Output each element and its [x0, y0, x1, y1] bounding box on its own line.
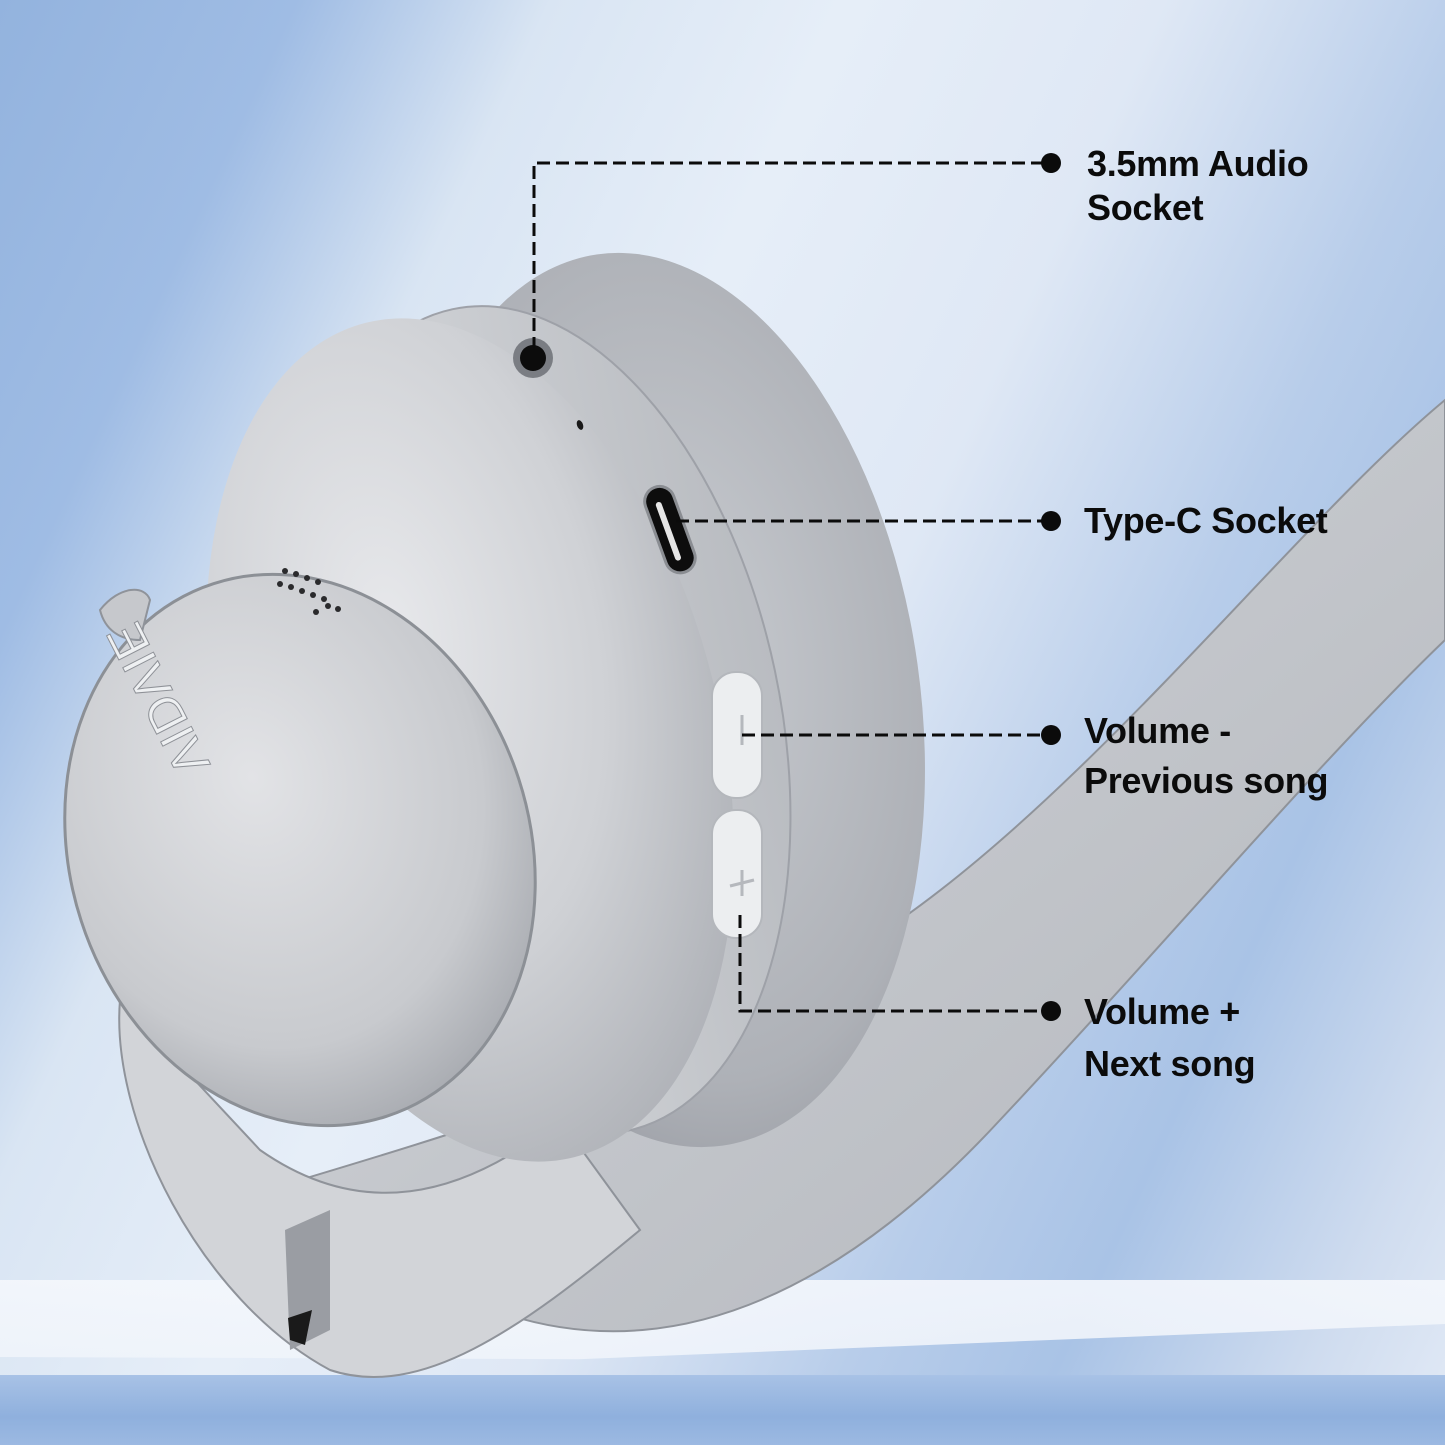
- callout-label-line: Volume -: [1084, 710, 1231, 751]
- callout-dot-volume-down: [1041, 725, 1061, 745]
- callout-line-audio: [532, 161, 1050, 350]
- cap-hook: [98, 588, 152, 642]
- callout-label-line: Socket: [1087, 187, 1204, 228]
- callout-label-type-c-socket: Type-C Socket: [1084, 499, 1328, 543]
- callout-dots: [1041, 153, 1061, 1021]
- audio-jack-icon: [513, 338, 553, 378]
- hinge-black-tab: [288, 1310, 312, 1345]
- led-indicator-icon: [576, 420, 584, 430]
- callout-label-line: Previous song: [1084, 760, 1329, 801]
- hinge-detail: [285, 1210, 330, 1350]
- callout-label-volume-up: Volume + Next song: [1084, 986, 1256, 1090]
- callout-lines: [532, 161, 1050, 1013]
- callout-label-volume-down: Volume - Previous song: [1084, 706, 1328, 806]
- callout-label-audio-socket: 3.5mm Audio Socket: [1087, 142, 1309, 230]
- callout-dot-audio: [1041, 153, 1061, 173]
- callout-label-line: 3.5mm Audio: [1087, 143, 1309, 184]
- callout-label-line: Volume +: [1084, 991, 1240, 1032]
- volume-up-button: [711, 809, 763, 939]
- callout-label-line: Next song: [1084, 1043, 1256, 1084]
- callout-dot-typec: [1041, 511, 1061, 531]
- floor-surface: [0, 1375, 1445, 1445]
- ear-cap: [63, 572, 537, 1128]
- yoke: [118, 997, 642, 1378]
- callout-label-line: Type-C Socket: [1084, 500, 1328, 541]
- callout-dot-volume-up: [1041, 1001, 1061, 1021]
- mic-holes-icon: [277, 568, 341, 615]
- callout-line-volume-up: [738, 915, 1050, 1013]
- usb-c-port-icon: [643, 484, 697, 575]
